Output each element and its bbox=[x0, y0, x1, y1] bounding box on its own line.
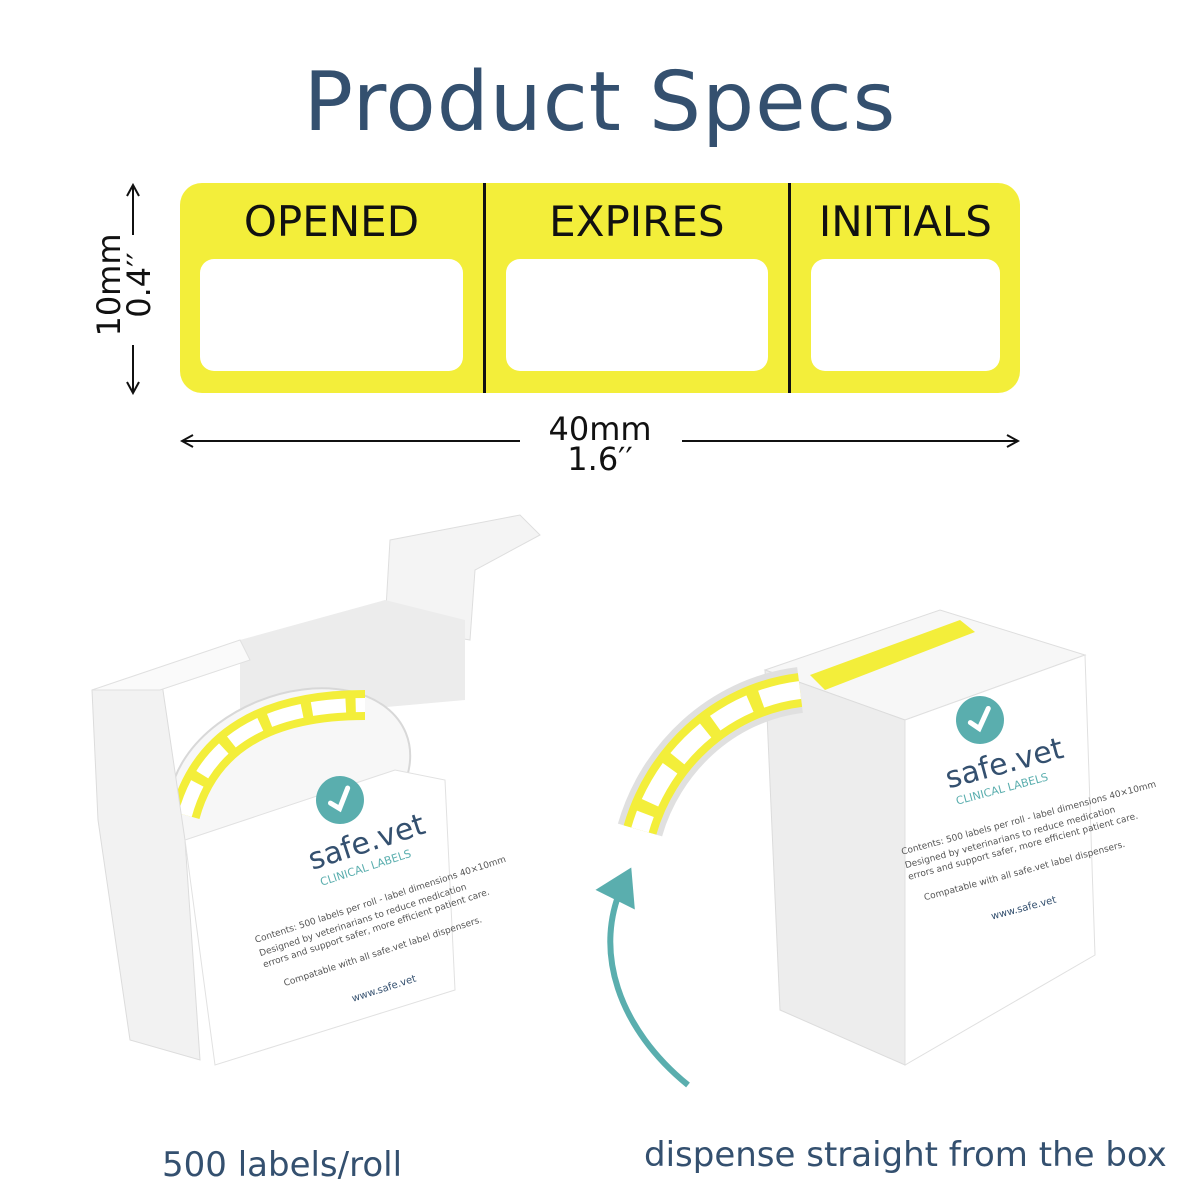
label-field-title: INITIALS bbox=[818, 197, 992, 246]
caption-dispense: dispense straight from the box bbox=[644, 1135, 1167, 1175]
width-mm: 40mm bbox=[548, 410, 652, 448]
width-in: 1.6′′ bbox=[567, 440, 633, 478]
label-field-title: OPENED bbox=[243, 197, 420, 246]
label-write-box bbox=[505, 259, 768, 371]
label-field-initials: INITIALS bbox=[787, 183, 1020, 393]
dispense-arrow bbox=[595, 867, 690, 1088]
label-field-title: EXPIRES bbox=[549, 197, 725, 246]
page-title: Product Specs bbox=[303, 55, 897, 150]
closed-box-illustration bbox=[595, 609, 1096, 1088]
width-dimension: 40mm 1.6′′ bbox=[500, 410, 700, 478]
label-write-box bbox=[810, 259, 1000, 371]
check-icon bbox=[327, 785, 351, 813]
open-box-illustration bbox=[91, 514, 541, 1066]
check-icon bbox=[967, 705, 991, 733]
caption-labels-per-roll: 500 labels/roll bbox=[162, 1145, 403, 1185]
label-illustration: OPENED EXPIRES INITIALS bbox=[180, 183, 1020, 393]
label-field-expires: EXPIRES bbox=[482, 183, 788, 393]
label-field-opened: OPENED bbox=[180, 183, 483, 393]
label-write-box bbox=[200, 259, 463, 371]
